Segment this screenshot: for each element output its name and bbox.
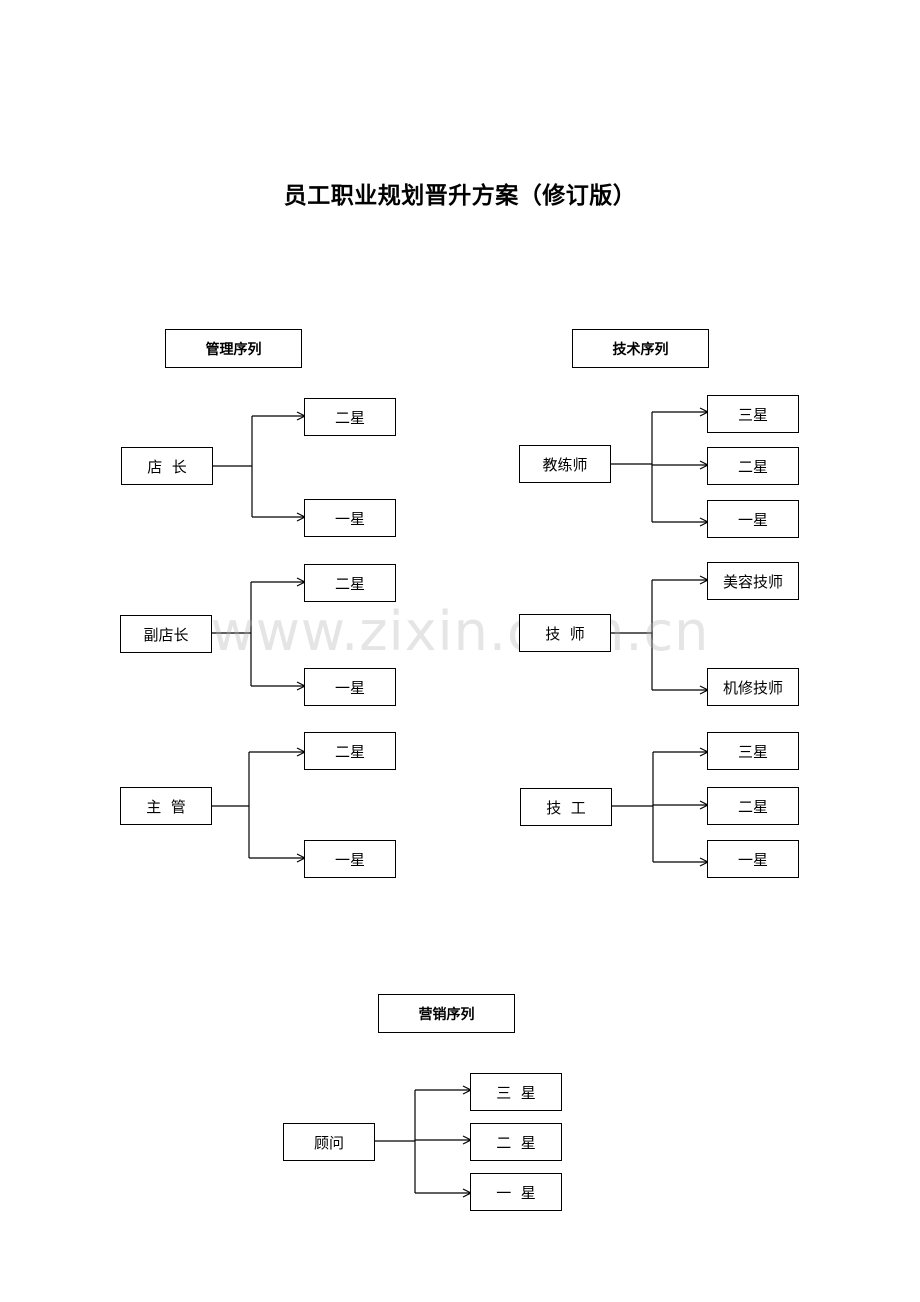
watermark: www.zixin.com.cn [210,600,710,663]
level-coach-1star: 一星 [707,500,799,538]
role-consultant: 顾问 [283,1123,375,1161]
level-deputy-manager-2star: 二星 [304,564,396,602]
level-store-manager-1star: 一星 [304,499,396,537]
level-consultant-2star: 二 星 [470,1123,562,1161]
role-worker: 技 工 [520,788,612,826]
role-supervisor: 主 管 [120,787,212,825]
level-consultant-1star: 一 星 [470,1173,562,1211]
level-worker-2star: 二星 [707,787,799,825]
level-repair-technician: 机修技师 [707,668,799,706]
role-technician: 技 师 [519,614,611,652]
level-coach-3star: 三星 [707,395,799,433]
level-store-manager-2star: 二星 [304,398,396,436]
level-supervisor-2star: 二星 [304,732,396,770]
page-title: 员工职业规划晋升方案（修订版） [283,183,637,209]
sales-series-header: 营销序列 [378,994,515,1033]
level-worker-3star: 三星 [707,732,799,770]
level-consultant-3star: 三 星 [470,1073,562,1111]
level-deputy-manager-1star: 一星 [304,668,396,706]
role-store-manager: 店 长 [121,447,213,485]
level-worker-1star: 一星 [707,840,799,878]
level-supervisor-1star: 一星 [304,840,396,878]
level-coach-2star: 二星 [707,447,799,485]
management-series-header: 管理序列 [165,329,302,368]
role-deputy-manager: 副店长 [120,615,212,653]
technical-series-header: 技术序列 [572,329,709,368]
role-coach: 教练师 [519,445,611,483]
level-beauty-technician: 美容技师 [707,562,799,600]
